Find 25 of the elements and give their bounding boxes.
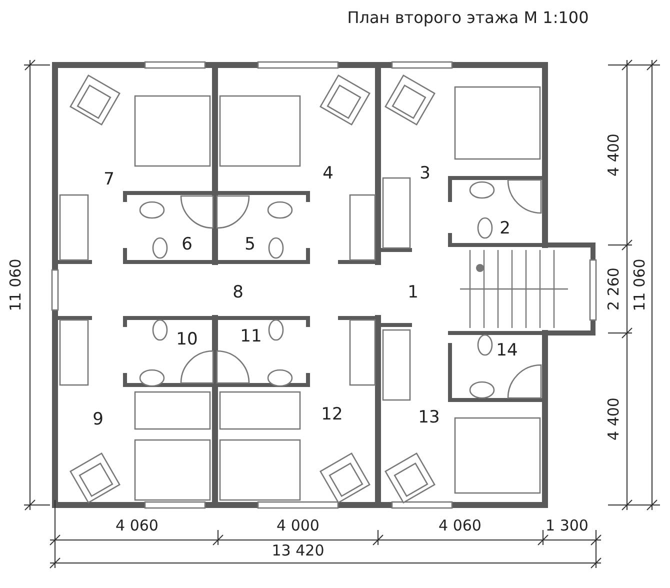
room-number: 1 xyxy=(408,284,418,302)
room-number: 14 xyxy=(496,342,518,360)
room-number: 12 xyxy=(321,406,343,424)
room-number: 13 xyxy=(418,410,440,426)
room-number: 11 xyxy=(240,328,262,346)
room-number: 2 xyxy=(500,220,510,238)
room-number: 3 xyxy=(420,166,430,182)
room-number: 9 xyxy=(92,412,104,428)
dimension-label: 4 000 xyxy=(276,518,320,534)
dimension-label: 1 300 xyxy=(546,518,588,534)
dimension-label: 4 060 xyxy=(438,518,482,534)
dimension-label: 4 400 xyxy=(606,398,622,440)
room-number: 5 xyxy=(244,236,256,254)
dimension-label: 2 260 xyxy=(606,268,622,310)
room-number: 10 xyxy=(176,332,198,348)
room-number: 4 xyxy=(322,166,334,182)
plan-title: План второго этажа М 1:100 xyxy=(347,10,589,26)
dimension-label: 13 420 xyxy=(272,544,324,558)
dimension-label: 11 060 xyxy=(8,258,24,312)
room-number: 7 xyxy=(104,172,114,188)
room-number: 8 xyxy=(232,284,244,302)
dimension-label: 4 060 xyxy=(116,518,158,534)
dimension-label: 4 400 xyxy=(606,134,622,176)
dimension-label: 11 060 xyxy=(632,258,648,312)
room-number: 6 xyxy=(182,236,192,254)
